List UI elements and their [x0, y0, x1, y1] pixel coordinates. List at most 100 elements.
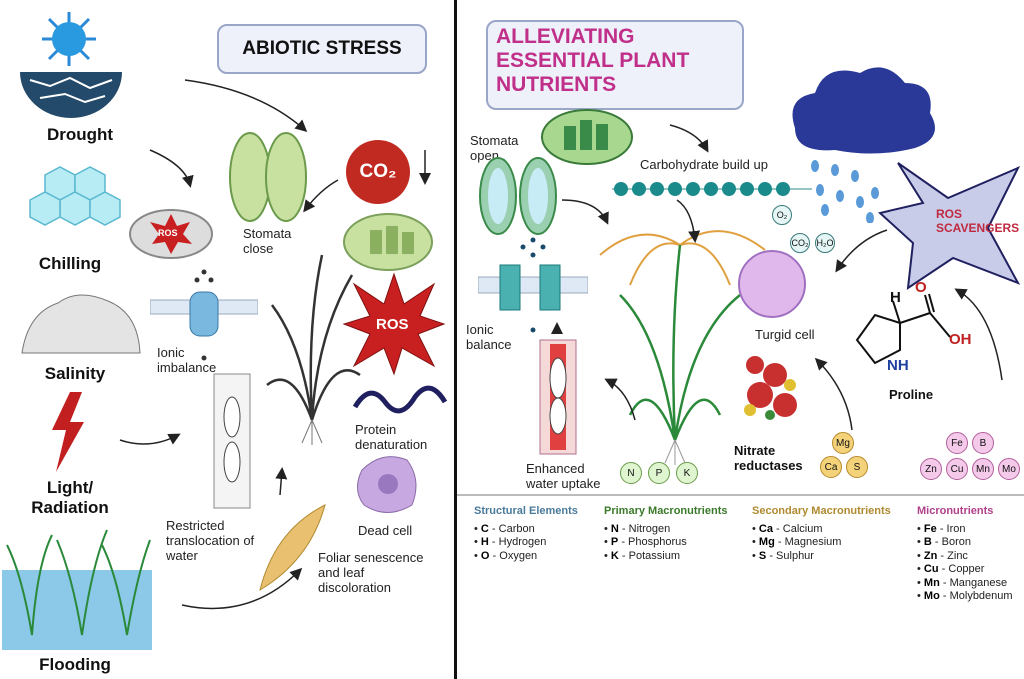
- nutrient-n: N: [620, 462, 642, 484]
- gas-co2: CO₂: [790, 233, 810, 253]
- flooded-grass-icon: [2, 529, 152, 650]
- nutrient-ca: Ca: [820, 456, 842, 478]
- proline-ring-icon: [855, 293, 951, 365]
- chloroplast-icon: [343, 213, 433, 271]
- ion-channel-icon: [150, 269, 258, 361]
- stress-flooding: Flooding: [39, 655, 111, 674]
- proline-label: Proline: [889, 387, 934, 402]
- arrows-right: [551, 124, 1003, 431]
- nutrient-b: B: [972, 432, 994, 454]
- protein-strand-icon: [352, 385, 448, 414]
- legend-item: • K - Potassium: [604, 549, 681, 562]
- legend-divider: [457, 494, 1024, 496]
- carbohydrate-chain-icon: [612, 182, 812, 196]
- chloroplast-icon-right: [541, 109, 633, 165]
- legend-primary-title: Primary Macronutrients: [604, 505, 728, 517]
- nutrient-mg: Mg: [832, 432, 854, 454]
- turgid-cell-icon: [738, 250, 806, 318]
- star-icon: [878, 162, 1021, 291]
- cracked-earth-icon: [20, 72, 122, 118]
- dead-cell-icon: [357, 456, 417, 513]
- nutrient-mn: Mn: [972, 458, 994, 480]
- sun-icon: [42, 12, 96, 66]
- nutrient-k: K: [676, 462, 698, 484]
- ros-big-label: ROS: [376, 316, 409, 333]
- protein-denaturation-label: Protein denaturation: [355, 422, 428, 452]
- ionic-imbalance-label: Ionic imbalance: [157, 345, 217, 375]
- rain-cloud-icon: [792, 67, 935, 223]
- alleviating-title-box: ALLEVIATING ESSENTIAL PLANT NUTRIENTS: [486, 20, 744, 110]
- carbohydrate-label: Carbohydrate build up: [640, 157, 768, 172]
- stomata-open-icon: [479, 157, 557, 235]
- legend-item: • Mn - Manganese: [917, 576, 1008, 589]
- ionic-balance-label: Ionic balance: [466, 322, 512, 352]
- nitrate-reductase-protein-icon: [744, 356, 797, 420]
- legend-micro-title: Micronutrients: [917, 505, 994, 517]
- stress-chilling: Chilling: [38, 254, 102, 273]
- nutrient-mo: Mo: [998, 458, 1020, 480]
- ros-burst-icon: [342, 272, 446, 376]
- stress-light-radiation: Light/ Radiation: [31, 478, 109, 517]
- nutrient-fe: Fe: [946, 432, 968, 454]
- legend-item: • P - Phosphorus: [604, 536, 687, 548]
- legend-item: • N - Nitrogen: [604, 522, 671, 535]
- legend-secondary-title: Secondary Macronutrients: [752, 505, 891, 517]
- nitrate-reductases-label: Nitrate reductases: [734, 443, 803, 473]
- xylem-healthy-icon: [539, 339, 577, 455]
- restricted-translocation-label: Restricted translocation of water: [166, 518, 255, 563]
- stress-salinity: Salinity: [44, 364, 106, 383]
- legend-item: • Cu - Copper: [917, 563, 985, 575]
- enhanced-water-label: Enhanced water uptake: [526, 461, 601, 491]
- panel-divider: [454, 0, 457, 679]
- senescent-leaf-icon: [259, 504, 326, 592]
- stomata-close-label: Stomata close: [243, 226, 292, 256]
- legend-item: • Zn - Zinc: [917, 549, 968, 562]
- nutrient-s: S: [846, 456, 868, 478]
- proline-o: O: [915, 279, 927, 296]
- foliar-senescence-label: Foliar senescence and leaf discoloration: [318, 550, 424, 595]
- legend: Structural Elements • C - Carbon • H - H…: [474, 505, 1024, 675]
- stomata-closed-icon: [229, 132, 307, 222]
- co2-label: CO₂: [359, 161, 397, 182]
- nutrient-zn: Zn: [920, 458, 942, 480]
- proline-oh: OH: [949, 331, 972, 348]
- legend-secondary: Secondary Macronutrients • Ca - Calcium …: [752, 505, 891, 563]
- dead-cell-label: Dead cell: [358, 523, 413, 538]
- mitochondrion-icon: [129, 209, 213, 259]
- gas-o2: O₂: [772, 205, 792, 225]
- legend-item: • Mg - Magnesium: [752, 536, 842, 548]
- legend-primary: Primary Macronutrients • N - Nitrogen • …: [604, 505, 727, 563]
- ice-crystal-icon: [29, 166, 121, 226]
- legend-structural-title: Structural Elements: [474, 505, 578, 517]
- co2-circle: CO₂: [346, 140, 410, 204]
- proline-h: H: [890, 289, 901, 306]
- wilted-plant-icon: [266, 254, 361, 445]
- ros-scavengers-label: ROS SCAVENGERS: [936, 207, 1020, 235]
- nutrient-cu: Cu: [946, 458, 968, 480]
- legend-micro: Micronutrients • Fe - Iron • B - Boron •…: [917, 505, 1013, 604]
- ion-channel-open-icon: [478, 237, 588, 333]
- alleviating-title: ALLEVIATING ESSENTIAL PLANT NUTRIENTS: [496, 25, 690, 96]
- ros-small-label: ROS: [158, 228, 178, 238]
- legend-item: • H - Hydrogen: [474, 536, 547, 548]
- abiotic-title-box: ABIOTIC STRESS: [217, 24, 427, 74]
- legend-item: • Fe - Iron: [917, 522, 966, 535]
- legend-structural: Structural Elements • C - Carbon • H - H…: [474, 505, 578, 563]
- abiotic-title: ABIOTIC STRESS: [242, 38, 402, 59]
- lightning-icon: [52, 392, 84, 472]
- turgid-cell-label: Turgid cell: [755, 327, 815, 342]
- arrows-left: [119, 79, 431, 610]
- legend-item: • S - Sulphur: [752, 549, 814, 562]
- xylem-vessel-icon: [213, 373, 251, 509]
- proline-structure: H O OH NH: [845, 275, 985, 375]
- gas-h2o: H₂O: [815, 233, 835, 253]
- proline-nh: NH: [887, 357, 909, 374]
- nutrient-p: P: [648, 462, 670, 484]
- stress-drought: Drought: [46, 125, 114, 144]
- legend-item: • B - Boron: [917, 536, 972, 548]
- salt-pile-icon: [21, 294, 141, 354]
- legend-item: • C - Carbon: [474, 522, 535, 535]
- rice-plant-icon: [599, 230, 766, 465]
- legend-item: • O - Oxygen: [474, 549, 538, 562]
- legend-item: • Mo - Molybdenum: [917, 590, 1013, 602]
